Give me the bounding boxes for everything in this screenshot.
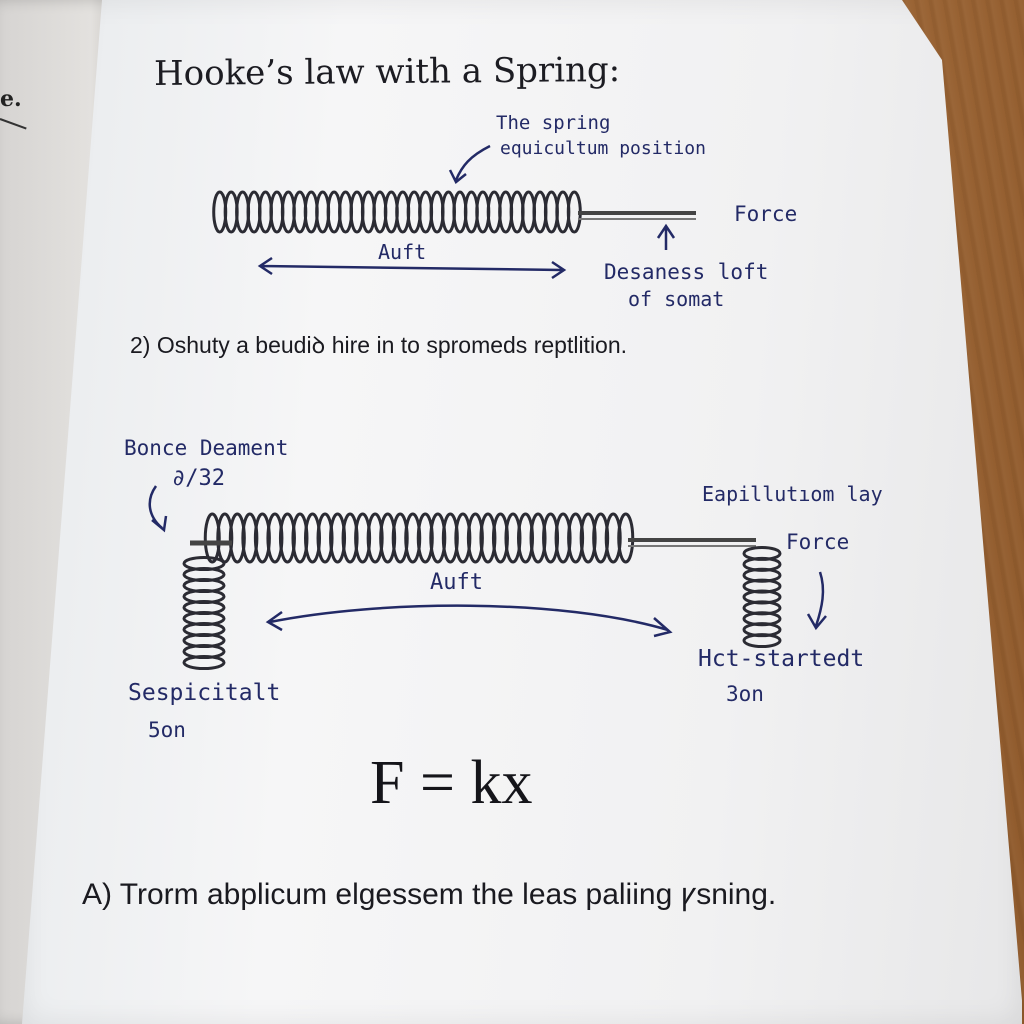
label-auft-2: Auft [430,570,483,595]
step-a-text: A) Trorm abplicum elgessem the leas pali… [82,878,777,911]
label-desaness-loft: Desaness loft [604,260,769,284]
label-3on: 3on [726,682,764,706]
bonce-pointer-arrow [148,485,168,533]
vertical-spring-left [182,555,226,671]
left-page-text-fragment: e. [0,86,22,112]
label-bonce-deament: Bonce Deament [124,436,289,460]
page-title: Hooke’s law with a Spring: [153,49,621,95]
label-auft-1: Auft [378,240,427,264]
label-force-2: Force [786,530,850,554]
label-eapillutiom-lay: Eapillutıom lay [702,482,883,506]
label-the-spring: The spring [496,112,611,134]
spring1-pointer-arrowhead [448,169,467,184]
spring1-pointer-arrow [454,144,491,181]
label-hct-startedt: Hct-startedt [698,646,865,672]
spring-coil [182,654,226,671]
label-fraction: ∂/32 [172,466,225,491]
label-sespicitalt: Sespicitalt [128,680,281,706]
step-2-text: 2) Oshuty a beudiꝺ hire in to spromeds r… [130,332,628,358]
spring-coil [742,633,782,649]
label-force-1: Force [734,202,798,226]
hookes-law-formula: F = kx [370,749,533,817]
vertical-spring-right [742,545,782,649]
force-down-arrow [806,571,827,631]
auft-double-arrow-1 [257,256,567,280]
label-equicultum-position: equicultum position [500,138,706,159]
label-of-somat: of somat [628,287,725,311]
label-5on: 5on [148,718,186,742]
right-book-page [22,0,1022,1024]
auft-double-arrow-2 [265,604,673,638]
horizontal-spring-2 [203,512,635,564]
horizontal-spring-1 [212,190,582,234]
force-up-arrow [656,223,676,250]
